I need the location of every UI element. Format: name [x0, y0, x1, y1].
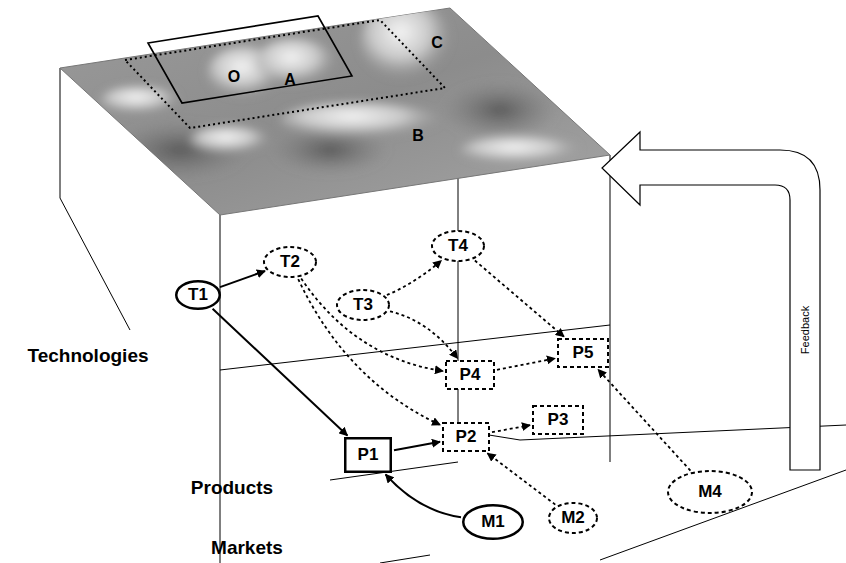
node-outline [264, 247, 316, 277]
node-outline [668, 471, 752, 513]
node-label: T1 [188, 285, 208, 305]
node-outline [558, 339, 608, 367]
node-label: P4 [460, 365, 481, 385]
product-box: P2 [442, 422, 490, 452]
connector-arrow [301, 279, 443, 372]
connector-arrow [213, 309, 348, 436]
ellipse-node: T1 [175, 280, 221, 310]
node-label: M4 [698, 482, 722, 502]
region-label: A [284, 71, 296, 89]
ellipse-node: M2 [548, 502, 598, 534]
layer-label: Markets [211, 537, 283, 559]
node-outline [463, 505, 523, 539]
connector-arrow [492, 425, 530, 432]
node-outline [446, 361, 494, 389]
node-label: P5 [573, 343, 594, 363]
feedback-label: Feedback [799, 306, 811, 354]
ellipse-node: M1 [462, 504, 524, 540]
region-label: O [228, 68, 240, 86]
product-box: P1 [344, 437, 392, 473]
node-label: M2 [561, 508, 585, 528]
ellipse-node: T2 [263, 246, 317, 278]
layer-label: Technologies [27, 345, 148, 367]
product-box: P3 [532, 405, 584, 435]
node-label: P2 [456, 427, 477, 447]
layer-label: Products [191, 477, 273, 499]
node-label: M1 [481, 512, 505, 532]
node-outline [176, 281, 220, 309]
node-label: P1 [358, 445, 379, 465]
node-label: P3 [548, 410, 569, 430]
node-label: T2 [280, 252, 300, 272]
connector-arrow [387, 261, 441, 296]
connector-arrow [598, 370, 690, 471]
ellipse-node: T3 [336, 289, 390, 321]
node-outline [337, 290, 389, 320]
ellipse-node: T4 [431, 230, 485, 262]
connector-arrow [220, 271, 265, 287]
connector-arrow [386, 475, 461, 518]
node-outline [432, 231, 484, 261]
product-box: P5 [557, 338, 609, 368]
connector-arrow [475, 261, 564, 337]
node-outline [345, 438, 391, 472]
node-outline [443, 423, 489, 451]
region-label: B [412, 127, 424, 145]
product-box: P4 [445, 360, 495, 390]
connector-arrow [394, 442, 440, 450]
ellipse-node: M4 [667, 470, 753, 514]
node-label: T3 [353, 295, 373, 315]
node-outline [533, 406, 583, 434]
node-label: T4 [448, 236, 468, 256]
connector-arrow [487, 453, 555, 504]
region-label: C [431, 34, 443, 52]
connector-arrow [497, 358, 555, 369]
node-outline [549, 503, 597, 533]
connector-arrow [298, 279, 440, 425]
connector-arrow [390, 311, 458, 358]
